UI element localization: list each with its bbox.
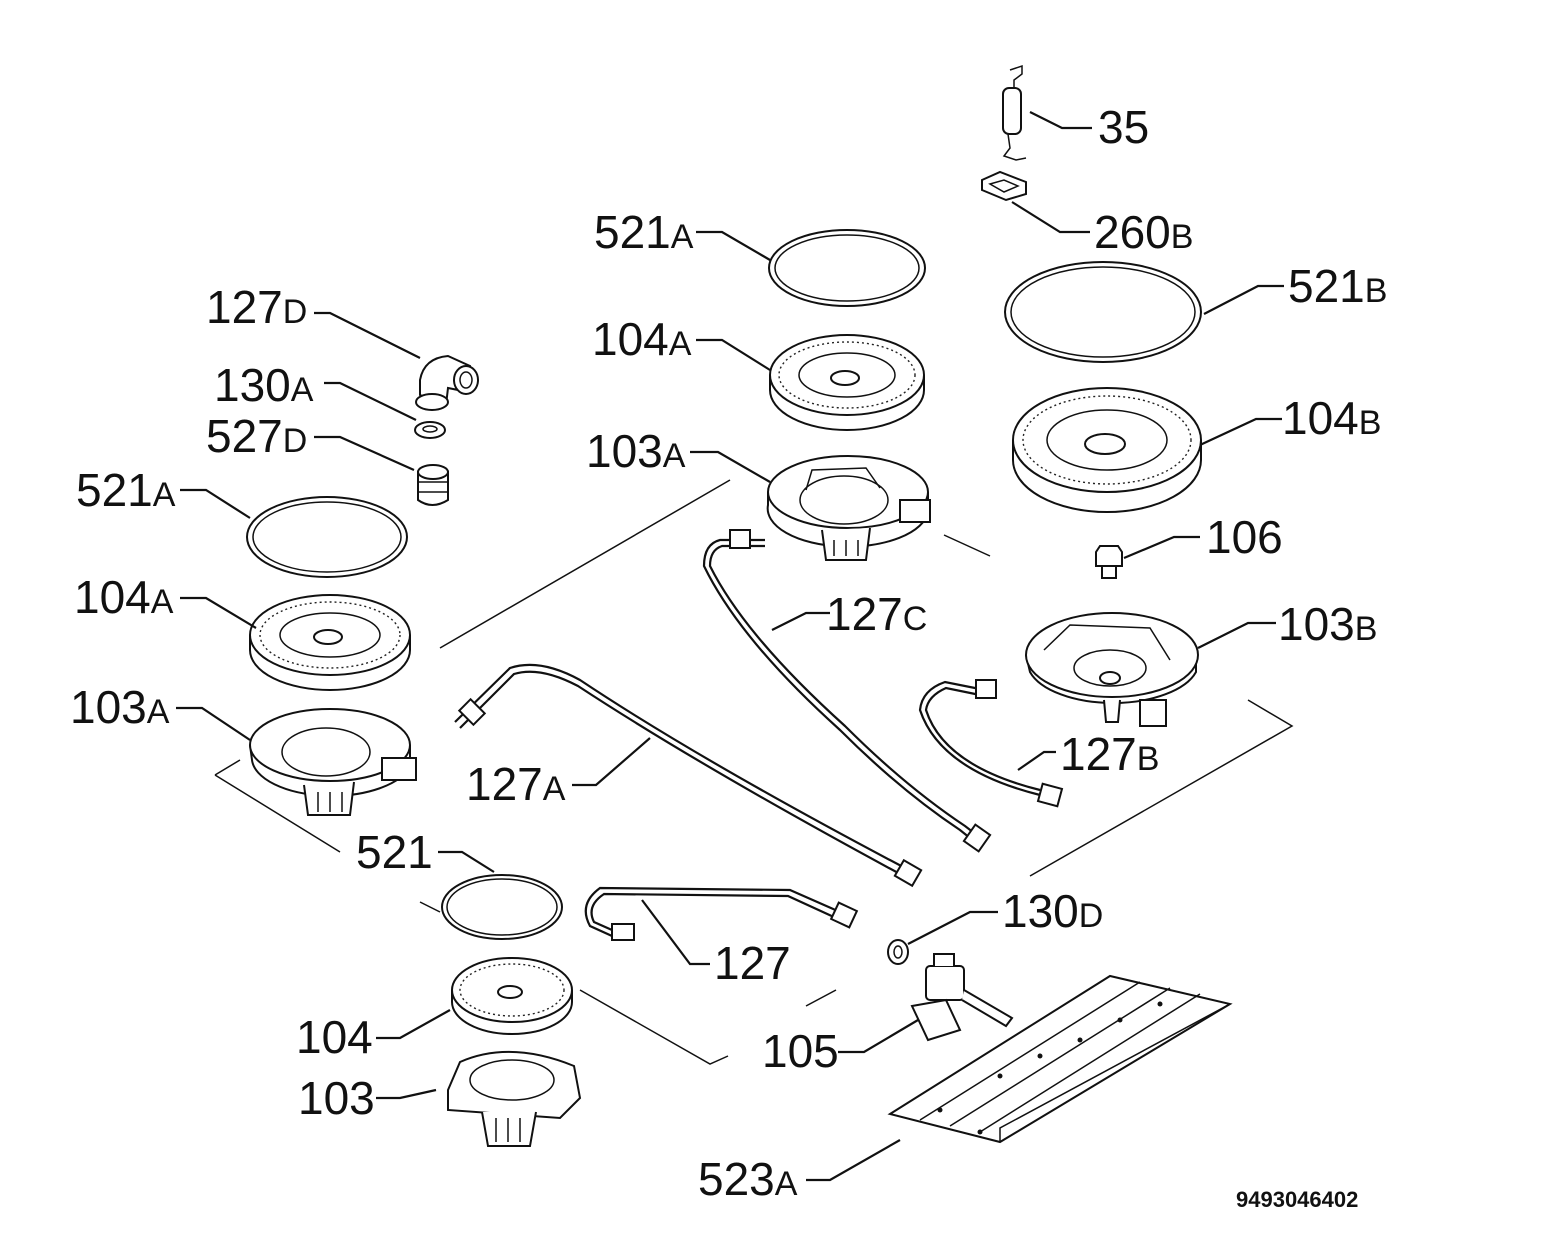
label-104a-left: 104A bbox=[74, 571, 174, 623]
label-127b: 127B bbox=[1060, 728, 1159, 780]
washer-130d bbox=[887, 939, 909, 965]
label-527d: 527D bbox=[206, 410, 307, 462]
label-260b: 260B bbox=[1094, 206, 1193, 258]
electrode-35 bbox=[1002, 64, 1027, 161]
elbow-fitting-127d bbox=[415, 354, 479, 411]
label-103b: 103B bbox=[1278, 598, 1377, 650]
label-104a-top: 104A bbox=[592, 313, 692, 365]
label-127a: 127A bbox=[466, 758, 566, 810]
flame-spreader-104a-top bbox=[769, 334, 925, 431]
label-104b: 104B bbox=[1282, 392, 1381, 444]
label-103a-left: 103A bbox=[70, 681, 170, 733]
label-127c: 127C bbox=[826, 588, 927, 640]
part-labels: 35 260B 521A 521B 127D 104A 130A 104B 52… bbox=[70, 101, 1387, 1205]
burner-cap-521 bbox=[441, 874, 563, 940]
burner-base-103a-top bbox=[766, 455, 931, 561]
label-521b: 521B bbox=[1288, 260, 1387, 312]
burner-base-103b bbox=[1025, 612, 1199, 727]
bracket-rail-523a bbox=[887, 974, 1233, 1144]
label-127d: 127D bbox=[206, 281, 307, 333]
label-523a: 523A bbox=[698, 1153, 798, 1205]
burner-cap-521b bbox=[1004, 261, 1202, 363]
assembly-lines bbox=[214, 479, 1294, 1065]
clip-260b bbox=[981, 170, 1027, 202]
label-104: 104 bbox=[296, 1011, 373, 1063]
label-521a-top: 521A bbox=[594, 206, 694, 258]
burner-base-103a-left bbox=[249, 708, 417, 816]
valve-105 bbox=[910, 953, 1014, 1042]
label-130d: 130D bbox=[1002, 885, 1103, 937]
washer-130a bbox=[414, 421, 446, 439]
flame-spreader-104a-left bbox=[249, 594, 411, 691]
label-103: 103 bbox=[298, 1072, 375, 1124]
flame-spreader-104 bbox=[451, 957, 573, 1035]
leader-lines bbox=[176, 111, 1284, 1182]
gas-pipe-127b bbox=[918, 679, 1064, 808]
label-35: 35 bbox=[1098, 101, 1149, 153]
label-105: 105 bbox=[762, 1025, 839, 1077]
gas-pipe-127a bbox=[454, 663, 923, 888]
label-127: 127 bbox=[714, 937, 791, 989]
label-130a: 130A bbox=[214, 359, 314, 411]
injector-106 bbox=[1095, 545, 1123, 579]
burner-base-103 bbox=[447, 1050, 582, 1147]
gas-pipe-127c bbox=[702, 529, 992, 853]
burner-cap-521a-top bbox=[768, 229, 926, 307]
drawing-code: 9493046402 bbox=[1236, 1187, 1358, 1212]
label-103a-top: 103A bbox=[586, 425, 686, 477]
nut-527d bbox=[417, 464, 449, 506]
flame-spreader-104b bbox=[1012, 387, 1202, 513]
label-521: 521 bbox=[356, 826, 433, 878]
burner-cap-521a-left bbox=[246, 496, 408, 578]
label-106: 106 bbox=[1206, 511, 1283, 563]
label-521a-left: 521A bbox=[76, 464, 176, 516]
gas-pipe-127 bbox=[584, 886, 859, 941]
